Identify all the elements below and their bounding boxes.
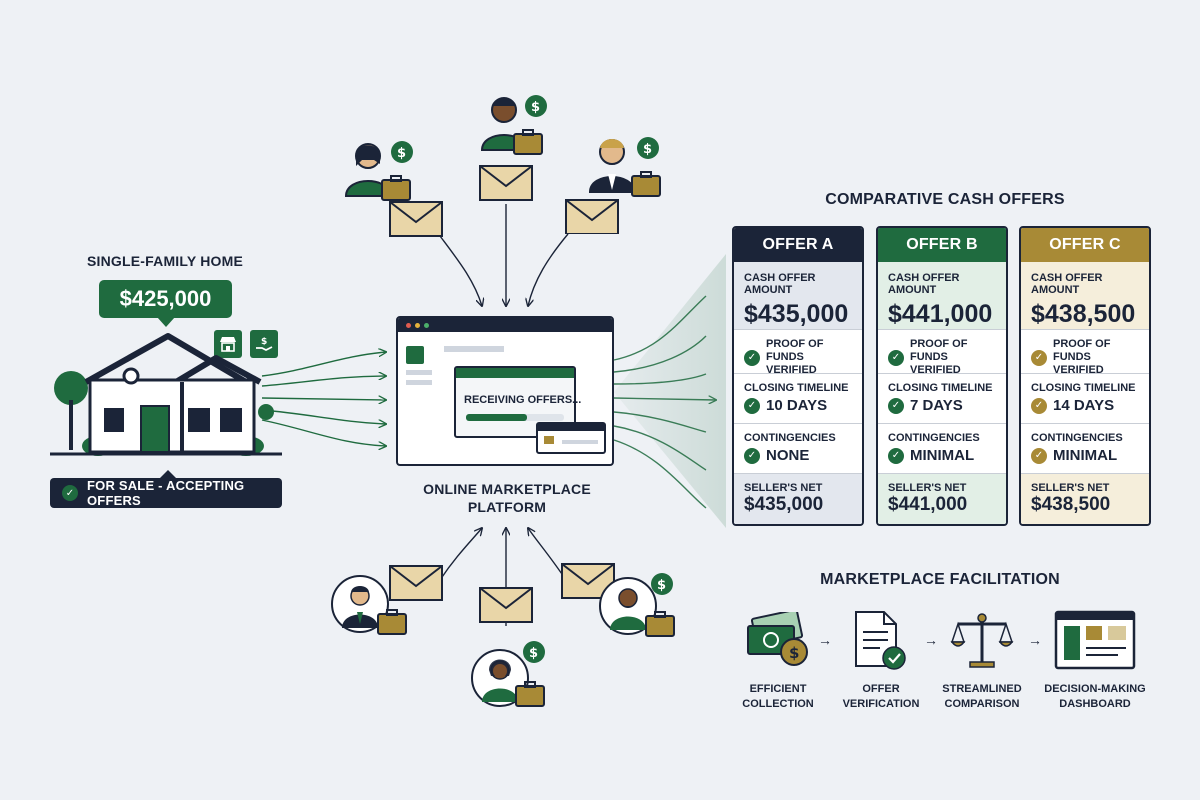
buyer-bottom-left [331,565,443,635]
house-icon [50,333,282,456]
proof-of-funds-section: ✓ PROOF OF FUNDS VERIFIED [1021,330,1149,376]
offer-amount: $435,000 [744,300,849,328]
status-badge: ✓ FOR SALE - ACCEPTING OFFERS [50,470,282,508]
amount-label: CASH OFFER AMOUNT [744,272,816,296]
hand-money-icon: $ [250,330,278,358]
svg-text:$: $ [657,578,666,593]
sidebar-block [406,346,424,364]
step-decision-dashboard: DECISION-MAKING DASHBOARD [1044,683,1146,710]
offer-card: OFFER A CASH OFFER AMOUNT $435,000 ✓ PRO… [732,226,864,526]
receiving-offers-text: RECEIVING OFFERS... [464,394,582,406]
sellers-net: $441,000 [888,494,968,515]
arrow-icon: → [818,632,832,648]
check-icon: ✓ [744,349,760,366]
check-icon: ✓ [62,485,78,501]
buyer-top-right: $ [565,137,661,234]
home-title: SINGLE-FAMILY HOME [86,253,244,269]
sellers-net-section: SELLER'S NET $441,000 [878,474,1006,524]
check-icon: ✓ [888,397,904,414]
closing-timeline: 10 DAYS [766,397,828,414]
check-icon: ✓ [888,447,904,464]
check-icon: ✓ [1031,447,1047,464]
svg-text:$: $ [261,337,267,347]
dashboard-icon [1054,610,1136,670]
offer-amount: $441,000 [888,300,993,328]
buyer-bottom-center: $ [471,587,545,707]
scales-icon [950,613,1014,668]
offer-name: OFFER B [878,228,1006,262]
closing-timeline-section: CLOSING TIMELINE ✓ 10 DAYS [734,374,862,424]
proof-of-funds-section: ✓ PROOF OF FUNDS VERIFIED [734,330,862,376]
sellers-net-section: SELLER'S NET $435,000 [734,474,862,524]
svg-text:$: $ [529,646,538,661]
step-offer-verification: OFFER VERIFICATION [842,683,920,710]
svg-text:$: $ [397,146,406,161]
sellers-net-section: SELLER'S NET $438,500 [1021,474,1149,524]
contingencies-section: CONTINGENCIES ✓ NONE [734,424,862,474]
offer-amount-section: CASH OFFER AMOUNT $435,000 [734,262,862,330]
document-check-icon [855,611,906,670]
offer-amount-section: CASH OFFER AMOUNT $441,000 [878,262,1006,330]
svg-text:$: $ [789,644,799,662]
step-efficient-collection: EFFICIENT COLLECTION [742,683,814,710]
cash-icon: $ [747,612,808,666]
closing-timeline: 14 DAYS [1053,397,1115,414]
offer-amount: $438,500 [1031,300,1136,328]
check-icon: ✓ [1031,397,1047,414]
buyer-bottom-right: $ [561,563,675,637]
status-text: FOR SALE - ACCEPTING OFFERS [87,478,245,508]
marketplace-platform-window: RECEIVING OFFERS... [396,316,614,466]
offer-card: OFFER C CASH OFFER AMOUNT $438,500 ✓ PRO… [1019,226,1151,526]
arrow-icon: → [1028,632,1042,648]
progress-bar [466,414,564,421]
offer-card: OFFER B CASH OFFER AMOUNT $441,000 ✓ PRO… [876,226,1008,526]
offer-card-mini [536,422,606,454]
sellers-net: $438,500 [1031,494,1111,515]
check-icon: ✓ [744,397,760,414]
offers-section-title: COMPARATIVE CASH OFFERS [825,191,1065,208]
closing-timeline-section: CLOSING TIMELINE ✓ 14 DAYS [1021,374,1149,424]
offer-name: OFFER C [1021,228,1149,262]
contingencies-value: MINIMAL [1053,447,1118,464]
window-title-bar [398,318,612,332]
offer-name: OFFER A [734,228,862,262]
contingencies-value: NONE [766,447,810,464]
closing-timeline: 7 DAYS [910,397,963,414]
step-streamlined-comparison: STREAMLINED COMPARISON [942,683,1022,710]
amount-label: CASH OFFER AMOUNT [888,272,960,296]
check-icon: ✓ [888,349,904,366]
offer-amount-section: CASH OFFER AMOUNT $438,500 [1021,262,1149,330]
buyer-top-center: $ [479,95,547,201]
store-icon [214,330,242,358]
buyer-top-left: $ [344,141,443,237]
proof-of-funds-section: ✓ PROOF OF FUNDS VERIFIED [878,330,1006,376]
check-icon: ✓ [1031,349,1047,366]
facilitation-title: MARKETPLACE FACILITATION [820,571,1060,588]
contingencies-section: CONTINGENCIES ✓ MINIMAL [878,424,1006,474]
contingencies-value: MINIMAL [910,447,975,464]
svg-text:$: $ [531,100,540,115]
arrow-icon: → [924,632,938,648]
sellers-net: $435,000 [744,494,824,515]
closing-timeline-section: CLOSING TIMELINE ✓ 7 DAYS [878,374,1006,424]
amount-label: CASH OFFER AMOUNT [1031,272,1103,296]
contingencies-section: CONTINGENCIES ✓ MINIMAL [1021,424,1149,474]
check-icon: ✓ [744,447,760,464]
svg-text:$: $ [643,142,652,157]
home-price-bubble: $425,000 [99,280,232,327]
platform-label: ONLINE MARKETPLACE PLATFORM [423,481,591,515]
